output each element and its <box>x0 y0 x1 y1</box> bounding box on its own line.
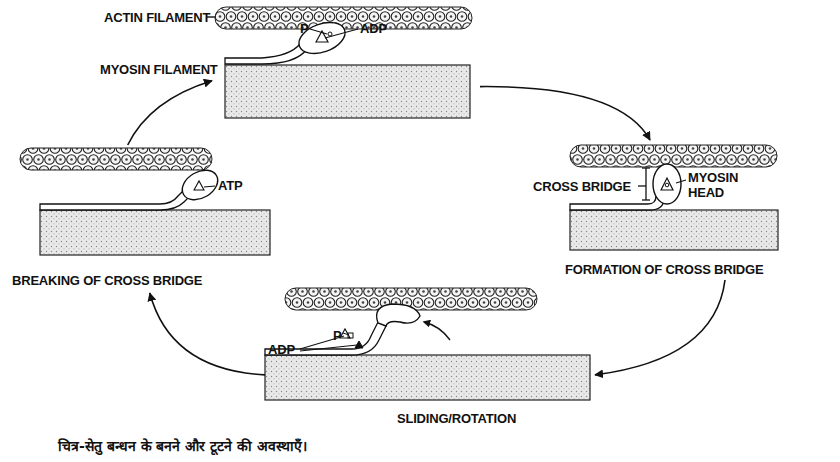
leader-line <box>204 186 215 187</box>
cycle-arrow <box>480 87 650 140</box>
myosin-filament <box>40 210 270 255</box>
actin-filament <box>570 145 777 167</box>
stage-right: CROSS BRIDGE MYOSIN HEAD FORMATION OF CROS… <box>530 140 830 280</box>
part-label: MYOSIN FILAMENT <box>100 62 218 77</box>
phosphate-symbol <box>348 333 353 338</box>
myosin-head <box>295 17 350 60</box>
leader-line <box>676 180 686 183</box>
rotation-arrow <box>424 322 450 340</box>
cycle-arrow <box>128 81 212 145</box>
cycle-arrow <box>150 293 265 375</box>
leader-line <box>325 29 358 38</box>
leader-line <box>300 345 357 351</box>
bracket-line <box>642 167 650 168</box>
stage-bottom: ADP P SLIDING/ROTATION <box>265 285 595 430</box>
cross-bridge-label: CROSS BRIDGE <box>533 179 643 194</box>
adp-label: ADP <box>360 21 400 36</box>
stage-label: SLIDING/ROTATION <box>397 411 557 426</box>
myosin-head <box>653 164 681 204</box>
stage-label: FORMATION OF CROSS BRIDGE <box>565 262 805 277</box>
myosin-filament <box>225 65 470 118</box>
stage-label: BREAKING OF CROSS BRIDGE <box>12 273 322 288</box>
adp-symbol <box>355 341 363 348</box>
adp-symbol <box>661 178 673 190</box>
phosphate-label: P <box>300 21 320 36</box>
myosin-neck <box>40 188 192 210</box>
atp-label: ATP <box>218 178 258 193</box>
bracket-line <box>642 199 650 200</box>
myosin-neck <box>225 44 307 64</box>
stage-left: ATP BREAKING OF CROSS BRIDGE <box>8 145 323 293</box>
actin-filament <box>20 148 212 170</box>
leader-line <box>638 185 646 186</box>
part-label: ACTIN FILAMENT <box>104 10 210 25</box>
myosin-head-label: MYOSIN HEAD <box>688 170 748 200</box>
leader-line <box>310 29 327 34</box>
phosphate-symbol <box>665 183 669 187</box>
adp-label: ADP <box>268 342 308 357</box>
actin-filament <box>215 7 472 29</box>
atp-symbol <box>194 181 204 190</box>
stage-top: P ADP <box>212 4 480 122</box>
phosphate-label: P <box>333 328 349 343</box>
cycle-arrow <box>595 280 725 375</box>
myosin-head <box>377 304 420 326</box>
leader-line <box>343 333 349 335</box>
phosphate-symbol <box>328 32 332 36</box>
myosin-filament <box>265 355 590 400</box>
figure-caption: चित्र-सेतु बन्धन के बनने और टूटने की अवस… <box>58 437 307 455</box>
bracket-line <box>645 168 646 200</box>
myosin-filament <box>570 210 778 250</box>
myosin-head <box>177 164 223 206</box>
